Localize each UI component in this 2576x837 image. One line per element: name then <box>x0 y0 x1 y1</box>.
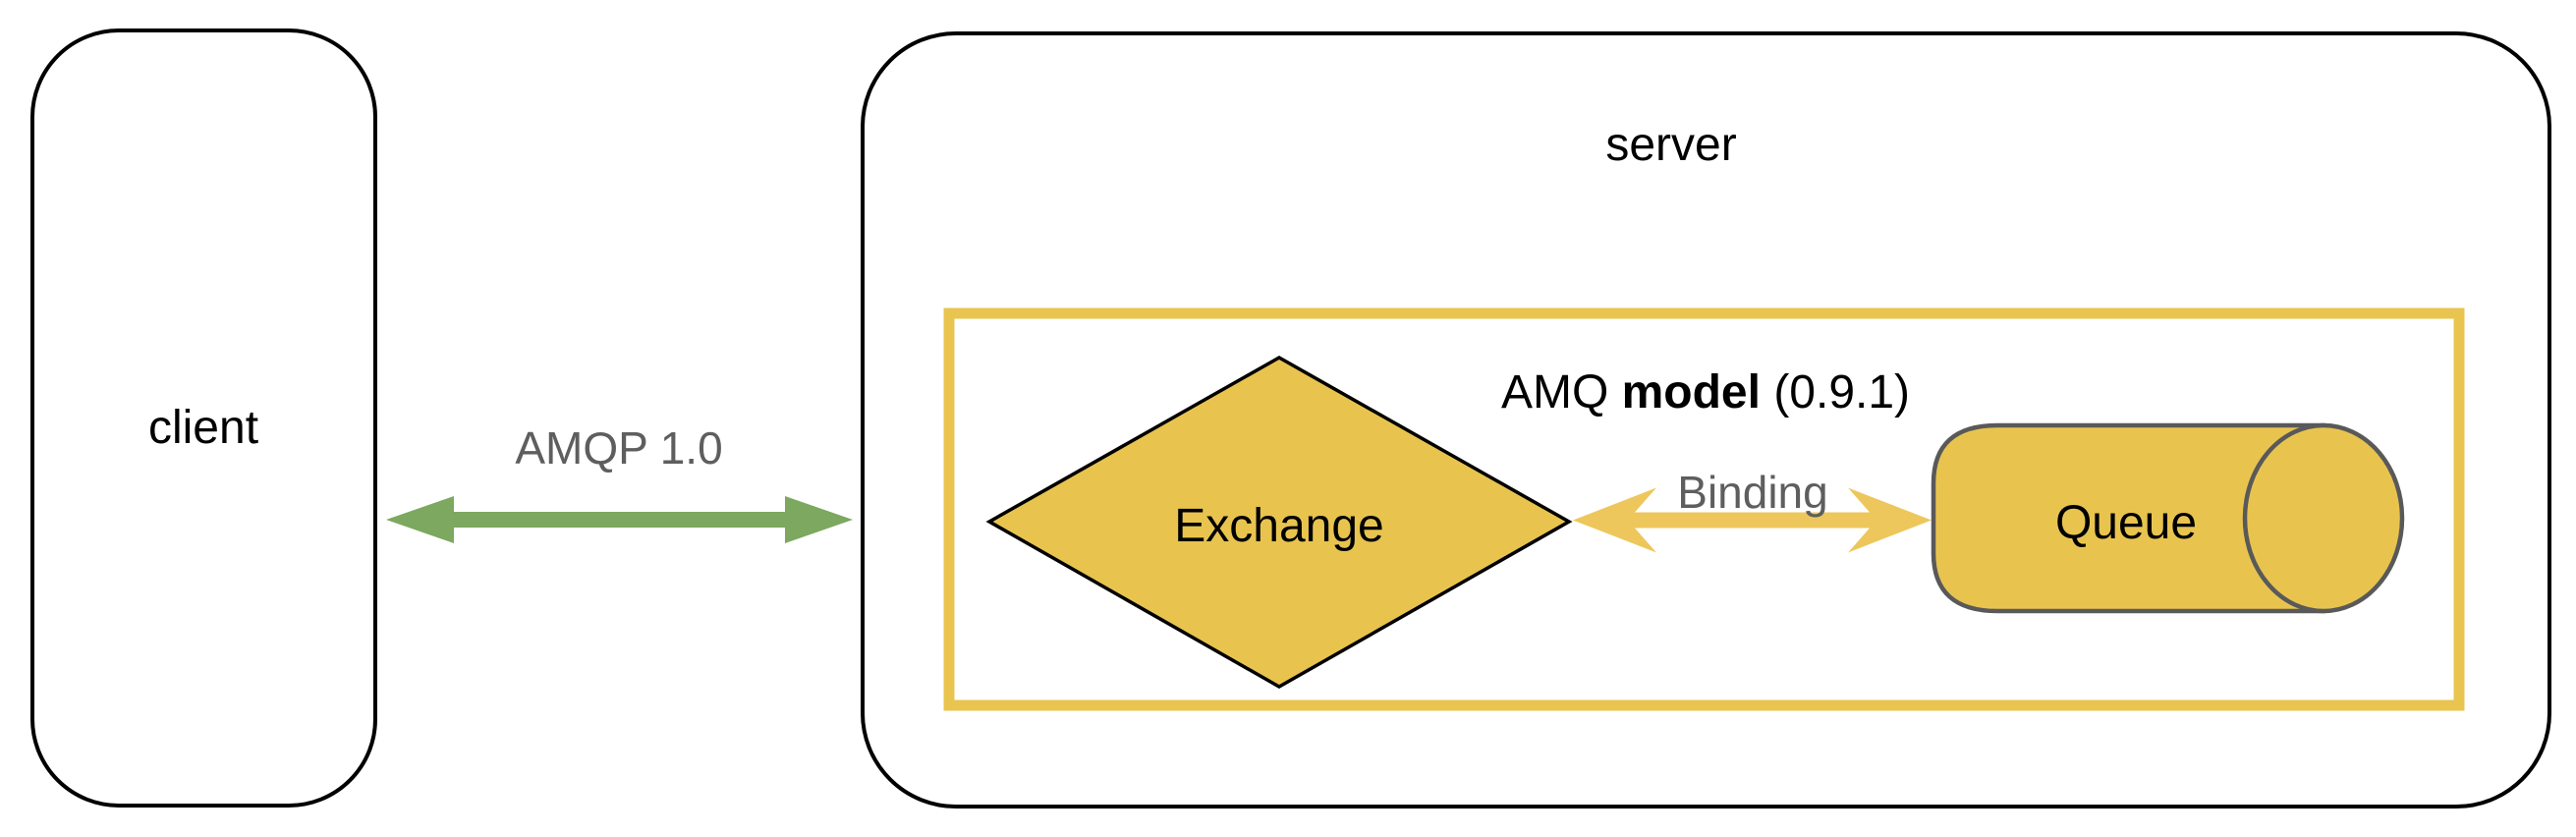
amq-model-title-suffix: (0.9.1) <box>1773 366 1910 418</box>
amq-model-title: AMQ model (0.9.1) <box>1501 366 1910 418</box>
amqp-link-label: AMQP 1.0 <box>515 422 722 474</box>
amqp-double-arrow <box>386 496 853 543</box>
queue-cylinder-body <box>1931 422 2326 614</box>
exchange-label: Exchange <box>1174 500 1384 552</box>
exchange-diamond <box>985 355 1573 690</box>
server-label: server <box>1605 119 1736 171</box>
amq-model-title-bold: model <box>1622 366 1761 418</box>
amq-model-title-prefix: AMQ <box>1501 366 1622 418</box>
amq-model-box <box>943 307 2465 711</box>
queue-cylinder-end <box>2242 422 2405 614</box>
queue-label: Queue <box>2055 497 2197 549</box>
binding-label: Binding <box>1677 467 1827 518</box>
client-box <box>30 28 377 808</box>
client-label: client <box>148 402 258 454</box>
binding-double-arrow <box>1573 487 1932 553</box>
